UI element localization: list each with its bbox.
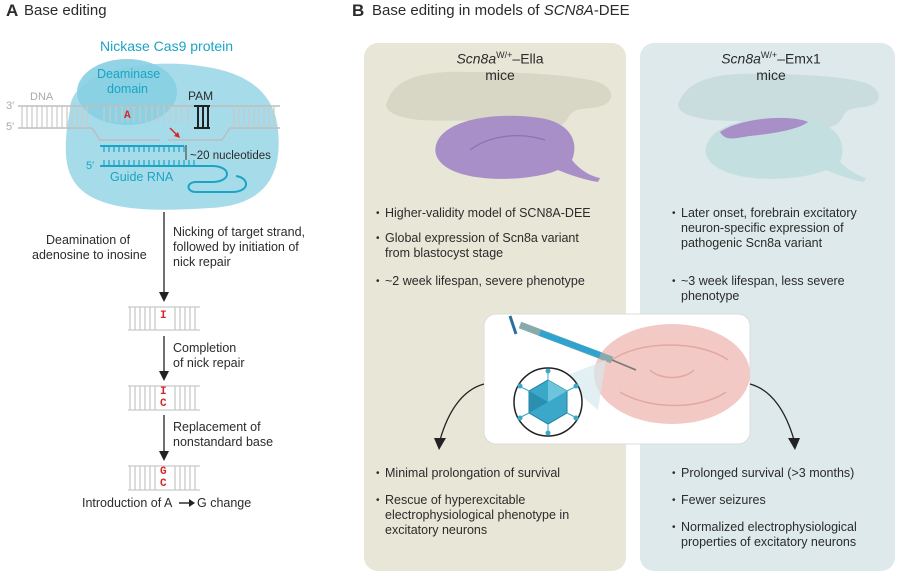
- zoom-cone: [560, 360, 606, 410]
- left-genotype: W/+: [496, 50, 513, 60]
- right-bullet-bottom-1: Fewer seizures: [672, 493, 881, 508]
- left-driver: –Ella: [512, 50, 544, 67]
- right-mice-label: mice: [756, 67, 786, 83]
- right-driver: –Emx1: [777, 50, 821, 67]
- left-bullet-bottom-0: Minimal prolongation of survival: [376, 466, 615, 481]
- step1-left-line1: Deamination of: [46, 233, 131, 247]
- base-i-step2: I: [160, 386, 167, 398]
- right-genotype: W/+: [760, 50, 778, 60]
- panel-b-title: Base editing in models of SCN8A-DEE: [372, 2, 630, 19]
- guide-rna-label: Guide RNA: [110, 170, 174, 184]
- step1-right-line3: nick repair: [173, 255, 231, 269]
- panel-b-letter: B: [352, 1, 365, 20]
- target-strand-right: [168, 127, 231, 141]
- nucleotides-label: ~20 nucleotides: [190, 150, 271, 162]
- deaminase-label-line2: domain: [107, 82, 148, 96]
- dna-label: DNA: [30, 91, 54, 103]
- nickase-cas9-label: Nickase Cas9 protein: [100, 38, 234, 54]
- right-bullet-top-0: Later onset, forebrain excitatory neuron…: [672, 206, 881, 251]
- base-c-step2: C: [160, 398, 167, 410]
- syringe: [508, 315, 637, 371]
- left-bullet-top-1: Global expression of Scn8a variant from …: [376, 231, 590, 261]
- dna-rungs: [21, 106, 275, 128]
- small-dna-ladders: [128, 306, 200, 491]
- step2-line2: of nick repair: [173, 356, 245, 370]
- right-mouse-silhouette: [678, 73, 879, 129]
- deaminase-label-line1: Deaminase: [97, 67, 161, 81]
- aav-spikes: [517, 368, 579, 436]
- left-mouse-model-name: Scn8aW/+–Ella: [440, 50, 560, 67]
- left-mouse-silhouette: [386, 71, 612, 130]
- panel-b-title-suffix: -DEE: [593, 2, 630, 19]
- right-gene-name: Scn8a: [721, 50, 761, 67]
- step2-line1: Completion: [173, 341, 237, 355]
- step1-left-line2: adenosine to inosine: [32, 248, 147, 262]
- base-g-step3: G: [160, 466, 167, 478]
- left-outcome-arrow: [439, 383, 485, 441]
- coronal-brain: [594, 324, 750, 424]
- panel-a-title: Base editing: [24, 2, 107, 19]
- guide-rna-rungs: [103, 146, 195, 166]
- target-strand: [91, 127, 160, 141]
- left-bullet-bottom-1: Rescue of hyperexcitable electrophysiolo…: [376, 493, 581, 538]
- pam-marker: [194, 105, 210, 129]
- left-bullet-top-0: Higher-validity model of SCN8A-DEE: [376, 206, 615, 221]
- step1-right-line2: followed by initiation of: [173, 240, 299, 254]
- guide-5prime-label: 5′: [86, 160, 95, 172]
- left-mice-label: mice: [485, 67, 515, 83]
- left-brain-global: [435, 115, 600, 182]
- left-gene-name: Scn8a: [456, 50, 497, 67]
- right-bullet-top-1: ~3 week lifespan, less severe phenotype: [672, 274, 881, 304]
- base-editing-diagram: [18, 59, 280, 507]
- right-bullet-bottom-2: Normalized electrophysiological properti…: [672, 520, 881, 550]
- pam-label: PAM: [188, 89, 214, 103]
- panel-a-letter: A: [6, 1, 19, 20]
- final-change-prefix: Introduction of A: [82, 496, 173, 510]
- a-to-g-arrow: [179, 499, 195, 507]
- panel-b-title-prefix: Base editing in models of: [372, 2, 544, 19]
- base-i-step1: I: [160, 310, 167, 322]
- final-change-suffix: G change: [197, 496, 252, 510]
- base-c-step3: C: [160, 478, 167, 490]
- panel-b-title-gene: SCN8A: [543, 2, 594, 19]
- step3-line2: nonstandard base: [173, 435, 274, 449]
- right-outcome-arrow: [749, 383, 795, 441]
- right-mouse-model-name: Scn8aW/+–Emx1: [706, 50, 836, 67]
- step1-right-line1: Nicking of target strand,: [173, 225, 306, 239]
- dna-5prime-label: 5′: [6, 121, 15, 133]
- target-base-a: A: [124, 110, 131, 122]
- step3-line1: Replacement of: [173, 420, 261, 434]
- dna-3prime-label: 3′: [6, 100, 15, 112]
- left-bullet-top-2: ~2 week lifespan, severe phenotype: [376, 274, 615, 289]
- right-bullet-bottom-0: Prolonged survival (>3 months): [672, 466, 881, 481]
- right-brain-forebrain: [720, 117, 808, 139]
